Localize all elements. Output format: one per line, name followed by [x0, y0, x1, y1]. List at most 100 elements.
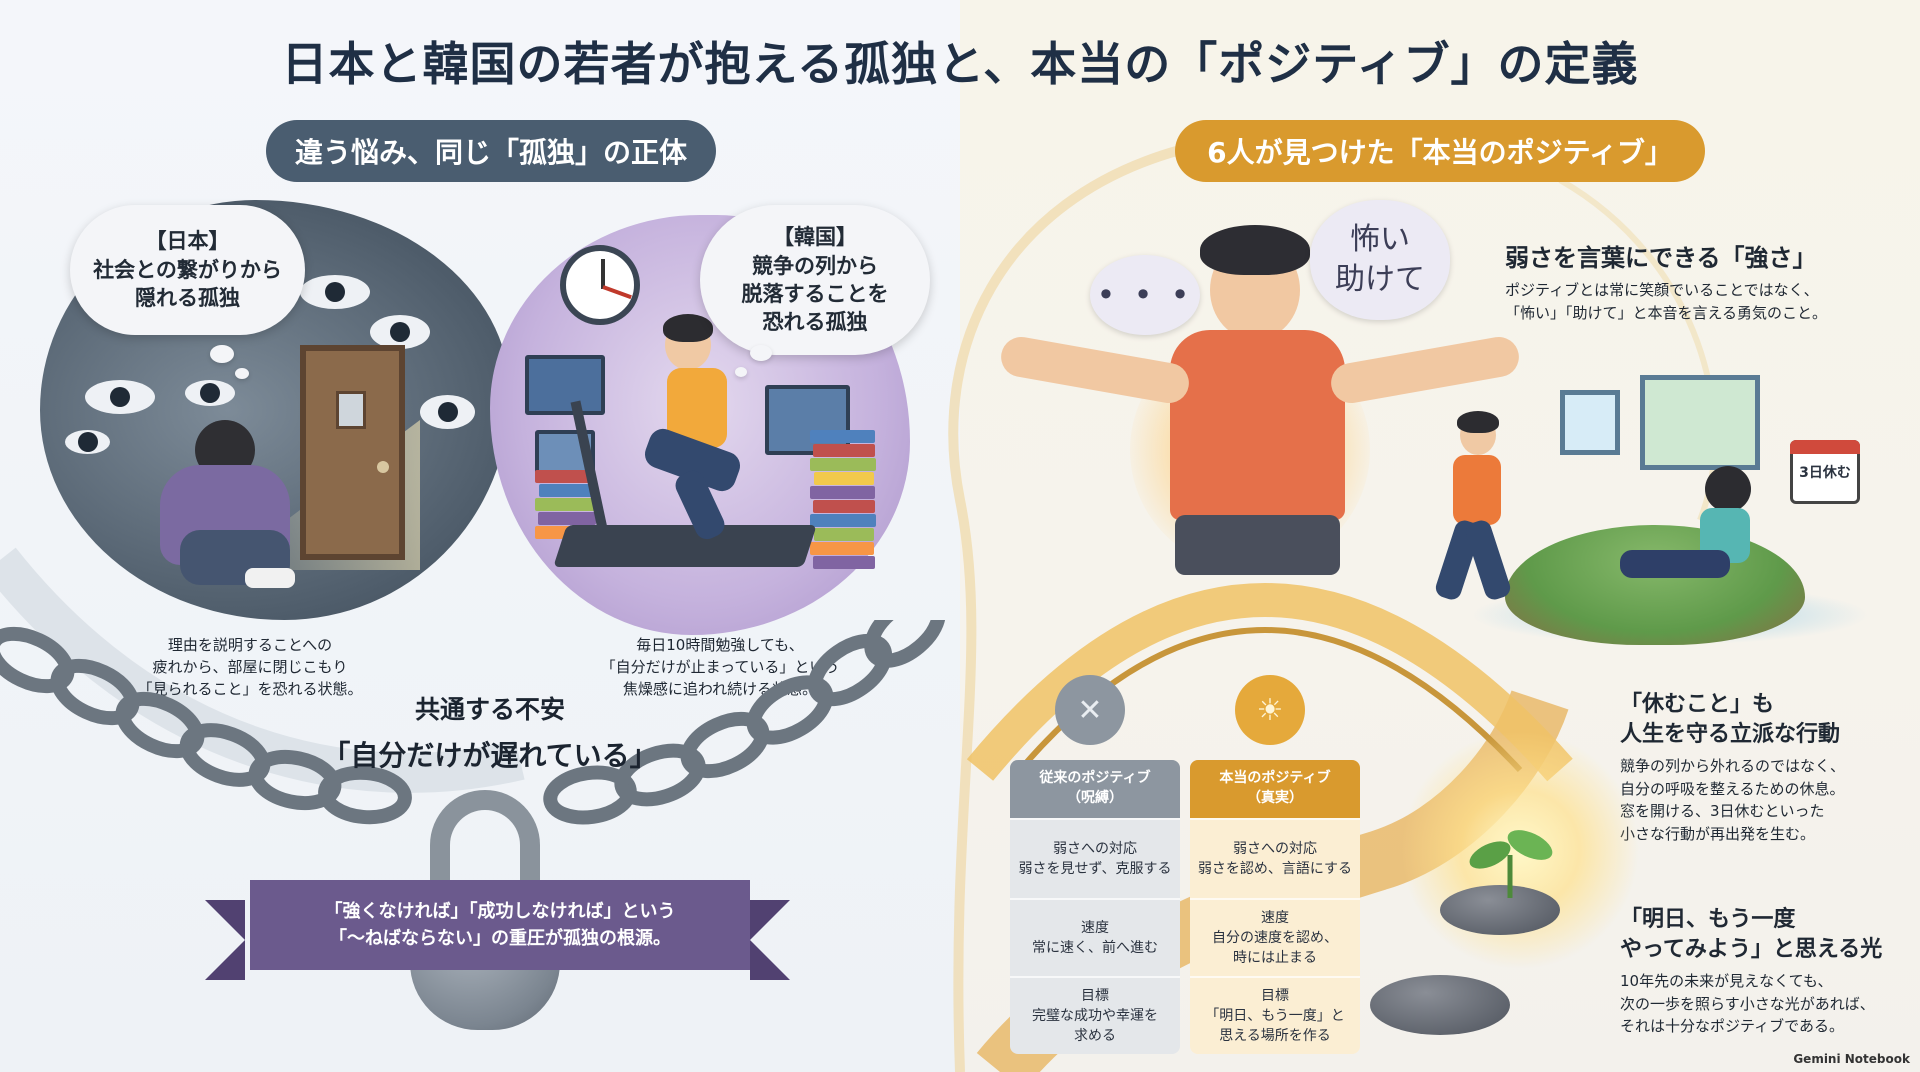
comparison-head-line: 本当のポジティブ	[1219, 770, 1331, 787]
comparison-column-old: 従来のポジティブ （呪縛） 弱さへの対応 弱さを見せず、克服する 速度 常に速く…	[1010, 760, 1180, 1054]
clock-icon	[560, 245, 640, 325]
rock	[1370, 975, 1510, 1035]
sun-icon: ☀	[1235, 675, 1305, 745]
comparison-cell: 速度 常に速く、前へ進む	[1010, 898, 1180, 976]
comparison-cell-line: 求める	[1074, 1028, 1116, 1045]
speech-line: 怖い	[1350, 221, 1410, 257]
japan-caption-line: 「見られること」を恐れる状態。	[137, 679, 363, 698]
comparison-column-new: 本当のポジティブ （真実） 弱さへの対応 弱さを認め、言語にする 速度 自分の速…	[1190, 760, 1360, 1054]
seedling-icon	[1469, 830, 1553, 898]
thought-dot	[235, 368, 249, 379]
comparison-cell-line: 自分の速度を認め、	[1212, 929, 1338, 946]
common-anxiety: 共通する不安 「自分だけが遅れている」	[300, 690, 680, 774]
comparison-cell: 目標 「明日、もう一度」と 思える場所を作る	[1190, 976, 1360, 1054]
island	[1505, 525, 1805, 645]
japan-caption-line: 理由を説明することへの	[167, 636, 333, 654]
comparison-cell: 速度 自分の速度を認め、 時には止まる	[1190, 898, 1360, 976]
comparison-cell-line: 目標	[1081, 987, 1109, 1004]
comparison-cell-line: 常に速く、前へ進む	[1032, 940, 1158, 956]
comparison-cell-line: 「明日、もう一度」と	[1205, 1007, 1345, 1024]
rest-title: 「休むこと」も 人生を守る立派な行動	[1620, 690, 1910, 749]
banner-tail-left	[205, 900, 245, 980]
rock	[1440, 885, 1560, 935]
eye-icon	[65, 430, 110, 454]
japan-bubble-line: 社会との繋がりから	[93, 257, 282, 282]
eye-icon	[300, 275, 370, 309]
common-anxiety-quote: 「自分だけが遅れている」	[322, 739, 658, 772]
chain-icon	[0, 620, 946, 825]
comparison-cell-line: 目標	[1261, 987, 1289, 1004]
door-window	[336, 391, 366, 429]
section-pill-left: 違う悩み、同じ「孤独」の正体	[266, 120, 716, 182]
korea-bubble-line: 【韓国】	[773, 225, 857, 250]
korea-bubble-line: 競争の列から	[752, 253, 878, 278]
light-title: 「明日、もう一度 やってみよう」と思える光	[1620, 905, 1910, 964]
korea-bubble-line: 恐れる孤独	[762, 310, 868, 335]
japan-thought-bubble: 【日本】 社会との繋がりから 隠れる孤独	[70, 205, 305, 335]
comparison-cell: 目標 完璧な成功や幸運を 求める	[1010, 976, 1180, 1054]
page-title: 日本と韓国の若者が抱える孤独と、本当の「ポジティブ」の定義	[281, 37, 1639, 91]
light-block: 「明日、もう一度 やってみよう」と思える光 10年先の未来が見えなくても、 次の…	[1620, 905, 1910, 1038]
comparison-cell-line: 完璧な成功や幸運を	[1032, 1007, 1158, 1024]
strength-title: 弱さを言葉にできる「強さ」	[1505, 244, 1817, 272]
footer-credit: Gemini Notebook	[1793, 1052, 1910, 1066]
japan-bubble-line: 【日本】	[145, 229, 230, 254]
broken-icon: ✕	[1055, 675, 1125, 745]
light-body-line: 次の一歩を照らす小さな光があれば、	[1620, 994, 1875, 1013]
window-icon	[1560, 390, 1620, 455]
banner-tail-right	[750, 900, 790, 980]
korea-caption-line: 毎日10時間勉強しても、	[636, 636, 804, 654]
japan-bubble-line: 隠れる孤独	[135, 286, 240, 311]
light-body-line: 10年先の未来が見えなくても、	[1620, 972, 1833, 991]
comparison-cell-line: 速度	[1081, 919, 1109, 936]
rest-body-line: 窓を開ける、3日休むといった	[1620, 802, 1825, 821]
section-pill-right: 6人が見つけた「本当のポジティブ」	[1175, 120, 1705, 182]
speech-bubble-help: 怖い 助けて	[1310, 200, 1450, 320]
comparison-cell: 弱さへの対応 弱さを認め、言語にする	[1190, 818, 1360, 898]
korea-bubble-line: 脱落することを	[741, 282, 889, 306]
light-body: 10年先の未来が見えなくても、 次の一歩を照らす小さな光があれば、 それは十分な…	[1620, 970, 1910, 1038]
japan-caption-line: 疲れから、部屋に閉じこもり	[152, 657, 348, 676]
open-window-icon	[1640, 375, 1760, 470]
light-title-line: 「明日、もう一度	[1620, 907, 1796, 932]
light-body-line: それは十分なポジティブである。	[1620, 1017, 1844, 1036]
banner-line: 「強くなければ」「成功しなければ」という	[324, 901, 676, 922]
calendar-icon: 3日休む	[1790, 440, 1860, 504]
eye-icon	[85, 380, 155, 414]
rest-title-line: 人生を守る立派な行動	[1620, 721, 1841, 747]
comparison-cell-line: 思える場所を作る	[1219, 1028, 1331, 1045]
comparison-cell: 弱さへの対応 弱さを見せず、克服する	[1010, 818, 1180, 898]
strength-body-line: ポジティブとは常に笑顔でいることではなく、	[1505, 281, 1819, 299]
korea-caption-line: 「自分だけが止まっている」という	[600, 657, 840, 676]
comparison-head-old: 従来のポジティブ （呪縛）	[1010, 760, 1180, 818]
strength-block: 弱さを言葉にできる「強さ」 ポジティブとは常に笑顔でいることではなく、 「怖い」…	[1505, 238, 1915, 324]
comparison-cell-line: 速度	[1261, 909, 1289, 926]
thought-dot	[750, 345, 772, 361]
comparison-cell-line: 時には止まる	[1233, 950, 1317, 967]
light-title-line: やってみよう」と思える光	[1620, 936, 1883, 962]
comparison-head-line: （呪縛）	[1067, 790, 1123, 806]
common-anxiety-heading: 共通する不安	[414, 695, 565, 724]
speech-bubble-dots: • • •	[1090, 255, 1200, 335]
thought-dot	[735, 367, 747, 377]
rest-title-line: 「休むこと」も	[1620, 692, 1775, 717]
strength-body: ポジティブとは常に笑顔でいることではなく、 「怖い」「助けて」と本音を言える勇気…	[1505, 279, 1915, 324]
rest-body: 競争の列から外れるのではなく、 自分の呼吸を整えるための休息。 窓を開ける、3日…	[1620, 755, 1910, 845]
comparison-head-new: 本当のポジティブ （真実）	[1190, 760, 1360, 818]
strength-body-line: 「怖い」「助けて」と本音を言える勇気のこと。	[1505, 303, 1828, 322]
comparison-cell-line: 弱さへの対応	[1233, 840, 1317, 857]
comparison-cell-line: 弱さを認め、言語にする	[1197, 861, 1353, 877]
rest-body-line: 自分の呼吸を整えるための休息。	[1620, 779, 1845, 798]
rest-body-line: 競争の列から外れるのではなく、	[1620, 757, 1846, 776]
rest-body-line: 小さな行動が再出発を生む。	[1620, 824, 1816, 843]
speech-line: 助けて	[1335, 262, 1425, 297]
japan-caption: 理由を説明することへの 疲れから、部屋に閉じこもり 「見られること」を恐れる状態…	[115, 635, 385, 700]
monitor-icon	[525, 355, 605, 415]
eye-icon	[370, 315, 430, 349]
eye-icon	[185, 380, 235, 406]
comparison-head-line: 従来のポジティブ	[1039, 770, 1151, 787]
banner-line: 「〜ねばならない」の重圧が孤独の根源。	[329, 928, 671, 949]
comparison-cell-line: 弱さへの対応	[1053, 840, 1137, 857]
rest-block: 「休むこと」も 人生を守る立派な行動 競争の列から外れるのではなく、 自分の呼吸…	[1620, 690, 1910, 845]
